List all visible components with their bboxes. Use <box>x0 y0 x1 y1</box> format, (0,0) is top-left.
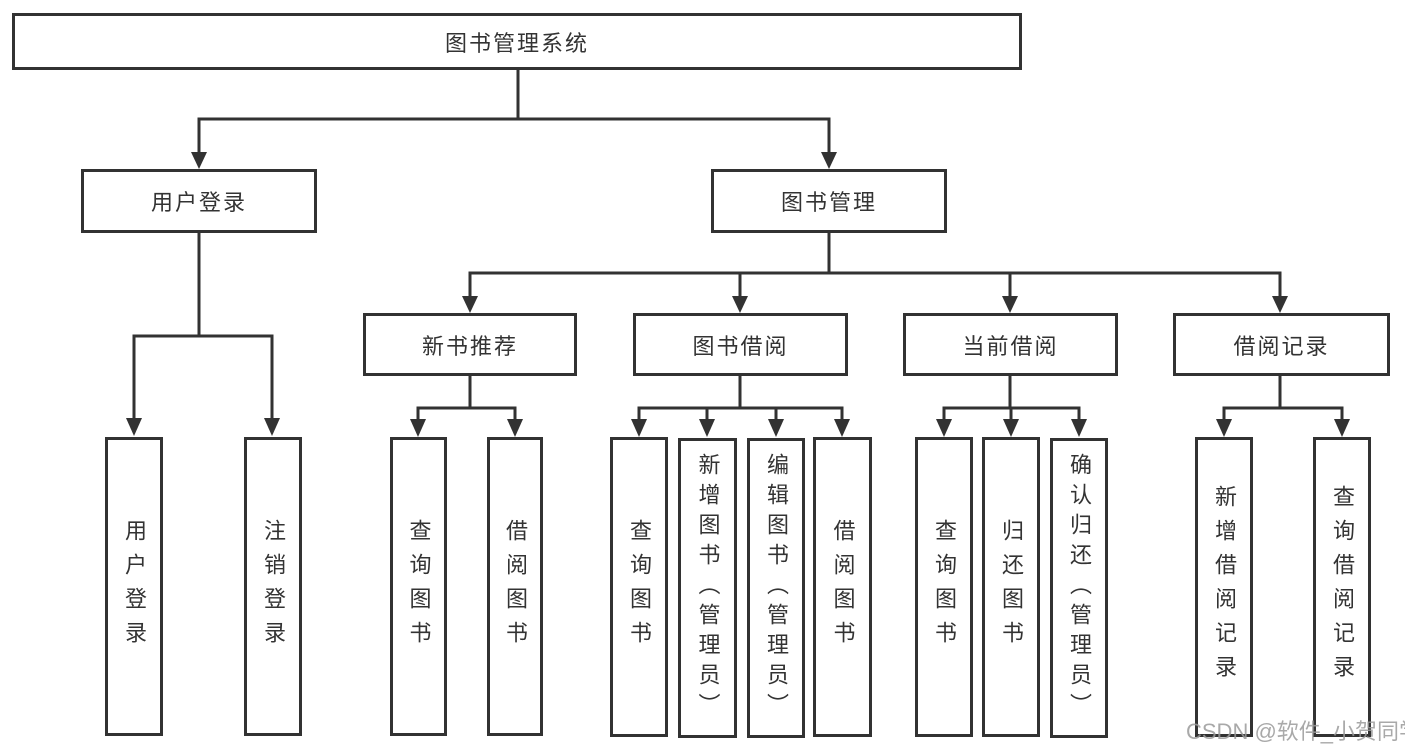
node-leaf-br-add-record-label: 新增借阅记录 <box>1212 485 1237 689</box>
node-user-login-label: 用户登录 <box>150 190 247 215</box>
node-leaf-br-add-record: 新增借阅记录 <box>1195 437 1253 737</box>
node-leaf-cb-return-books: 归还图书 <box>982 437 1040 737</box>
node-leaf-bb-add-books: 新增图书（管理员） <box>678 438 737 738</box>
node-book-management-label: 图书管理 <box>780 190 877 215</box>
node-leaf-user-login-label: 用户登录 <box>122 518 147 655</box>
node-leaf-cb-confirm-return-label: 确认归还（管理员） <box>1067 453 1092 723</box>
node-book-management: 图书管理 <box>711 169 947 233</box>
csdn-watermark: CSDN @软件_小贺同学 <box>1186 719 1405 744</box>
node-leaf-logout-label: 注销登录 <box>261 518 286 655</box>
node-book-borrow-label: 图书借阅 <box>692 333 789 359</box>
node-leaf-bb-query-books: 查询图书 <box>610 437 668 737</box>
node-leaf-nb-query-books: 查询图书 <box>390 437 447 736</box>
node-current-borrow-label: 当前借阅 <box>962 333 1059 359</box>
node-root: 图书管理系统 <box>12 13 1022 70</box>
node-leaf-logout: 注销登录 <box>244 437 302 736</box>
node-book-borrow: 图书借阅 <box>633 313 848 376</box>
node-leaf-cb-query-books-label: 查询图书 <box>932 519 957 655</box>
node-new-book-recommend-label: 新书推荐 <box>421 333 518 359</box>
node-borrow-records-label: 借阅记录 <box>1233 333 1330 359</box>
node-leaf-bb-borrow-books-label: 借阅图书 <box>830 519 856 655</box>
node-current-borrow: 当前借阅 <box>903 313 1118 376</box>
node-leaf-bb-add-books-label: 新增图书（管理员） <box>695 453 721 723</box>
node-leaf-cb-query-books: 查询图书 <box>915 437 973 737</box>
node-leaf-bb-edit-books: 编辑图书（管理员） <box>747 438 805 738</box>
node-new-book-recommend: 新书推荐 <box>363 313 577 376</box>
node-user-login: 用户登录 <box>81 169 317 233</box>
node-leaf-bb-borrow-books: 借阅图书 <box>813 437 872 737</box>
node-leaf-cb-confirm-return: 确认归还（管理员） <box>1050 438 1108 738</box>
node-borrow-records: 借阅记录 <box>1173 313 1390 376</box>
node-leaf-br-query-record: 查询借阅记录 <box>1313 437 1371 737</box>
node-leaf-cb-return-books-label: 归还图书 <box>999 519 1024 655</box>
node-leaf-nb-borrow-books-label: 借阅图书 <box>503 518 528 655</box>
node-leaf-nb-borrow-books: 借阅图书 <box>487 437 543 736</box>
node-leaf-nb-query-books-label: 查询图书 <box>406 518 432 655</box>
node-leaf-user-login: 用户登录 <box>105 437 163 736</box>
node-leaf-br-query-record-label: 查询借阅记录 <box>1330 485 1355 689</box>
arrowheads <box>126 152 1350 437</box>
node-leaf-bb-query-books-label: 查询图书 <box>627 519 652 655</box>
node-leaf-bb-edit-books-label: 编辑图书（管理员） <box>764 453 789 723</box>
node-root-label: 图书管理系统 <box>444 30 589 56</box>
